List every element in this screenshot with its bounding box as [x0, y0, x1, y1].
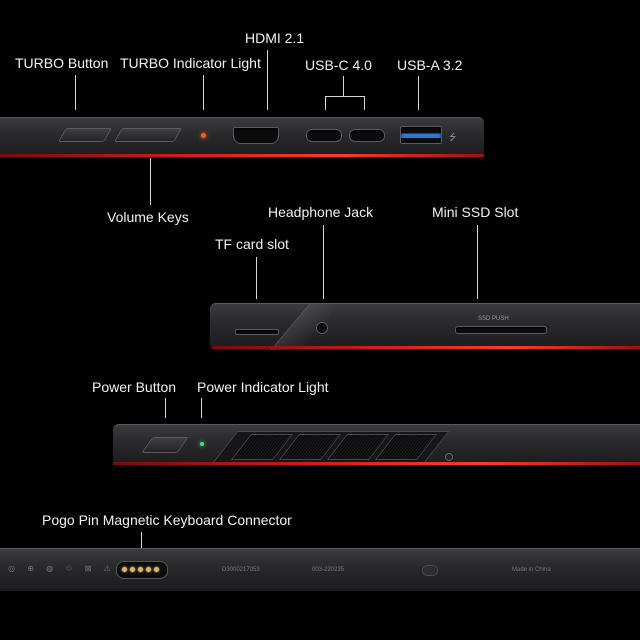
turbo-indicator-label: TURBO Indicator Light	[120, 55, 261, 71]
power-indicator-label: Power Indicator Light	[197, 379, 329, 395]
usb-symbol-icon: ⭍	[449, 132, 457, 142]
mini-ssd-slot[interactable]	[455, 326, 547, 334]
device-bottom-edge	[113, 424, 640, 465]
bottom-edge-red-accent	[113, 462, 640, 465]
hdmi-label: HDMI 2.1	[245, 30, 305, 46]
turbo-button-label: TURBO Button	[15, 55, 109, 71]
hdmi-port[interactable]	[233, 127, 279, 144]
power-button[interactable]	[141, 437, 189, 453]
volume-keys-label: Volume Keys	[107, 209, 189, 225]
hdmi-leader	[267, 50, 268, 110]
pogo-pin-label: Pogo Pin Magnetic Keyboard Connector	[42, 512, 292, 528]
device-top-edge: ⭍	[0, 117, 484, 158]
pogo-pin	[130, 567, 135, 572]
made-in-label: Made in China	[512, 567, 551, 573]
power-indicator-light	[200, 442, 204, 446]
usb-c-port-1[interactable]	[306, 129, 342, 142]
usb-a-port[interactable]	[400, 126, 442, 144]
tf-card-slot[interactable]	[235, 329, 279, 335]
turbo-indicator-leader	[203, 75, 204, 110]
screw-icon	[445, 453, 453, 461]
cert-icons: ◎ ⊕ ◍ ♲ ⊠ ⚠	[8, 564, 116, 573]
power-indicator-leader	[201, 398, 202, 418]
headphone-jack-label: Headphone Jack	[268, 204, 374, 220]
mini-ssd-label: Mini SSD Slot	[432, 204, 519, 220]
pogo-pin	[138, 567, 143, 572]
turbo-indicator-light	[201, 133, 206, 138]
cert-code-2: 003-220235	[312, 567, 345, 573]
pogo-pin	[122, 567, 127, 572]
pogo-pin-leader	[141, 532, 142, 558]
usb-c-leader-stem	[343, 76, 344, 96]
tf-card-leader	[256, 257, 257, 299]
headphone-jack[interactable]	[316, 322, 328, 334]
turbo-button-leader	[75, 75, 76, 110]
usb-a-label: USB-A 3.2	[397, 57, 463, 73]
usb-c-port-2[interactable]	[349, 129, 385, 142]
pogo-pin	[154, 567, 159, 572]
usb-c-leader-right	[364, 96, 365, 110]
usb-a-leader	[418, 76, 419, 110]
power-button-label: Power Button	[92, 379, 177, 395]
mini-ssd-leader	[477, 225, 478, 299]
pogo-pin-connector	[116, 561, 168, 579]
side-edge-red-accent	[212, 346, 640, 349]
ssd-push-mark: SSD PUSH	[478, 316, 509, 322]
side-bevel	[270, 304, 341, 350]
underside-oval-mark	[422, 565, 438, 576]
volume-keys-leader	[150, 158, 151, 205]
usb-c-label: USB-C 4.0	[305, 57, 372, 73]
headphone-jack-leader	[323, 225, 324, 299]
pogo-pin	[146, 567, 151, 572]
device-underside: ◎ ⊕ ◍ ♲ ⊠ ⚠ D3000217053 003-220235 Made …	[0, 548, 640, 591]
device-side-edge: SSD PUSH	[210, 303, 640, 350]
power-button-leader	[165, 398, 166, 418]
volume-keys[interactable]	[113, 128, 183, 142]
turbo-button[interactable]	[57, 128, 113, 142]
tf-card-label: TF card slot	[215, 236, 289, 252]
cert-code-1: D3000217053	[222, 567, 260, 573]
top-edge-red-accent	[0, 154, 484, 157]
usb-c-leader-left	[325, 96, 326, 110]
usb-c-leader-bar	[325, 96, 365, 97]
